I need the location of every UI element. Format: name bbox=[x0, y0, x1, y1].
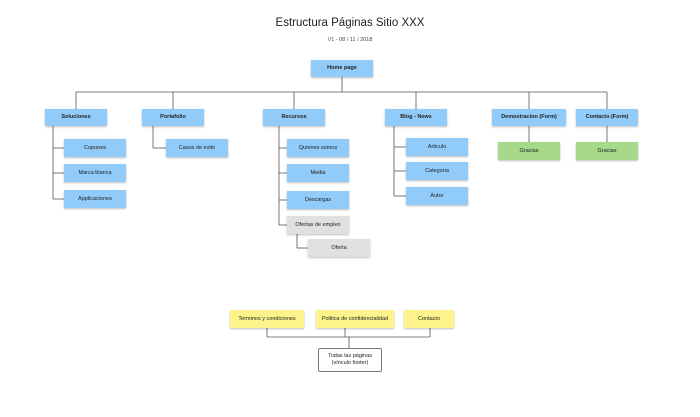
node-oferta: Oferta bbox=[308, 239, 370, 257]
node-media: Media bbox=[287, 164, 349, 182]
node-descargas: Descargas bbox=[287, 191, 349, 209]
node-applicaciones: Applicaciones bbox=[64, 190, 126, 208]
node-home-page: Home page bbox=[311, 60, 373, 77]
diagram-title: Estructura Páginas Sitio XXX bbox=[275, 17, 425, 29]
footer-target-line2: (vínculo footer) bbox=[331, 360, 369, 366]
footer-target-line1: Todas las páginas bbox=[327, 353, 373, 360]
node-contacto-form: Contacto (Form) bbox=[576, 109, 638, 126]
node-gracias-demostracion: Gracias bbox=[498, 142, 560, 160]
node-ofertas-de-empleo: Ofertas de empleo bbox=[287, 216, 349, 234]
node-casos-de-exito: Casos de exito bbox=[166, 139, 228, 157]
node-gracias-contacto: Gracias bbox=[576, 142, 638, 160]
footer-politica-de-confidencialidad: Politica de confidencialidad bbox=[316, 310, 394, 328]
node-articulo: Articulo bbox=[406, 138, 468, 156]
node-marca-blanca: Marca blanca bbox=[64, 164, 126, 182]
footer-contacto: Contacto bbox=[404, 310, 454, 328]
node-recursos: Recursos bbox=[263, 109, 325, 126]
node-todas-las-paginas: Todas las páginas (vínculo footer) bbox=[318, 348, 382, 372]
node-categoria: Categoria bbox=[406, 162, 468, 180]
footer-terminos-y-condiciones: Terminos y condiciones bbox=[230, 310, 304, 328]
diagram-version: V1 - 08 / 11 / 2018 bbox=[327, 37, 373, 43]
node-soluciones: Soluciones bbox=[45, 109, 107, 126]
node-quienes-somos: Quienes somos bbox=[287, 139, 349, 157]
node-portafolio: Portafolio bbox=[142, 109, 204, 126]
node-blog-news: Blog - News bbox=[385, 109, 447, 126]
node-cupones: Cupones bbox=[64, 139, 126, 157]
node-autor: Autor bbox=[406, 187, 468, 205]
node-demostracion-form: Demostracion (Form) bbox=[492, 109, 566, 126]
